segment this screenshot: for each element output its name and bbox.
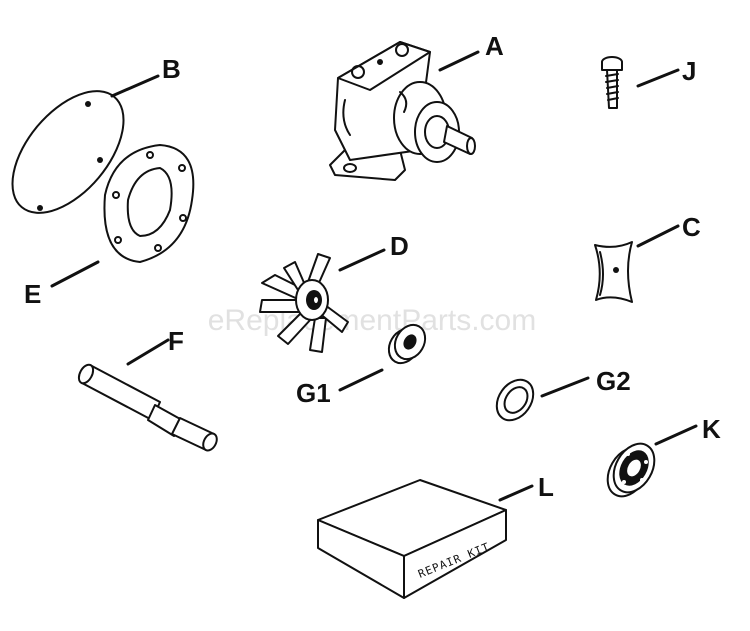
part-e-gasket[interactable]: [103, 144, 195, 263]
callout-l: L: [538, 472, 554, 502]
callout-g1: G1: [296, 378, 331, 408]
leader-f: [126, 338, 170, 366]
callout-f: F: [168, 326, 184, 356]
watermark: eReplacementParts.com: [208, 304, 536, 337]
callout-a: A: [485, 31, 504, 61]
leader-b: [110, 74, 160, 98]
part-k-bearing[interactable]: [599, 436, 662, 503]
callout-c: C: [682, 212, 701, 242]
leader-g2: [540, 376, 590, 398]
leader-g1: [338, 368, 384, 392]
part-d-impeller[interactable]: [259, 253, 349, 353]
leader-e: [50, 260, 100, 288]
callout-k: K: [702, 414, 721, 444]
part-g2-washer[interactable]: [489, 373, 540, 427]
leader-k: [654, 424, 698, 446]
leader-l: [498, 484, 534, 502]
part-b-cover-plate[interactable]: [0, 71, 145, 233]
callout-j: J: [682, 56, 696, 86]
part-a-pump-body[interactable]: [329, 41, 476, 181]
part-j-screw[interactable]: [601, 56, 623, 109]
callout-e: E: [24, 279, 41, 309]
leader-j: [636, 68, 680, 88]
leader-a: [438, 50, 480, 72]
callout-g2: G2: [596, 366, 631, 396]
part-l-repair-kit[interactable]: REPAIR KIT: [317, 479, 507, 599]
leader-c: [636, 224, 680, 248]
part-f-shaft[interactable]: [76, 362, 220, 452]
callout-d: D: [390, 231, 409, 261]
part-c-cam[interactable]: [594, 241, 633, 303]
leader-d: [338, 248, 386, 272]
callout-b: B: [162, 54, 181, 84]
part-g1-seal[interactable]: [383, 319, 431, 368]
